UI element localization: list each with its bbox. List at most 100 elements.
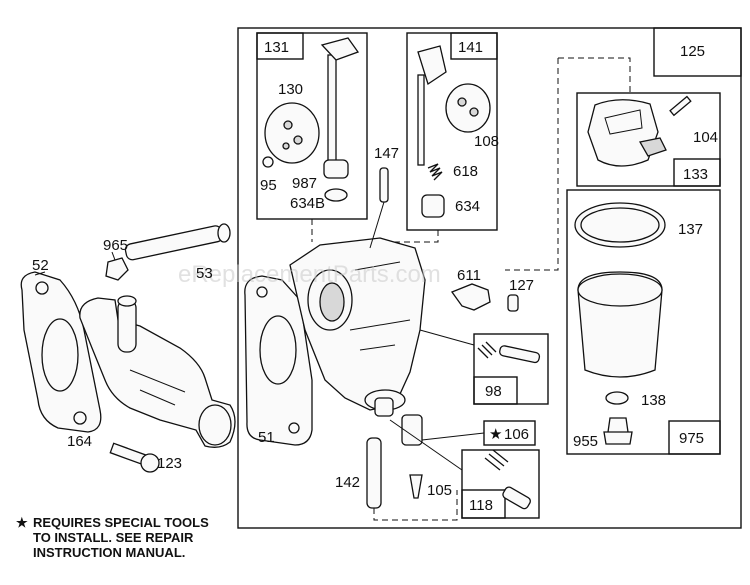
seal-987-shape bbox=[323, 159, 349, 179]
note-star: ★ bbox=[16, 515, 28, 530]
lead-52 bbox=[34, 271, 46, 276]
label-105: 105 bbox=[427, 482, 452, 499]
throttle-shaft-shape bbox=[327, 54, 337, 166]
throttle-lever-shape bbox=[320, 37, 360, 61]
watermark: eReplacementParts.com bbox=[178, 261, 441, 288]
choke-lever-shape bbox=[417, 45, 447, 86]
gasket-52-bolt-hole-bottom bbox=[73, 411, 87, 425]
tube-53-shape bbox=[124, 225, 224, 261]
gasket-137-inner bbox=[580, 207, 660, 243]
label-634b: 634B bbox=[290, 195, 325, 212]
float-133-hinge bbox=[638, 137, 667, 157]
label-138: 138 bbox=[641, 392, 666, 409]
spring-118-shape bbox=[484, 449, 509, 471]
label-box-133 bbox=[673, 158, 721, 187]
seat-106-lead bbox=[421, 432, 485, 441]
label-51: 51 bbox=[258, 429, 275, 446]
gasket-51-hole bbox=[259, 315, 297, 385]
carburetor-body-detail bbox=[349, 261, 411, 351]
bolt-955-shape bbox=[603, 417, 633, 445]
label-box-975 bbox=[668, 420, 721, 455]
label-95: 95 bbox=[260, 177, 277, 194]
gasket-51-bolt-hole-bottom bbox=[288, 422, 300, 434]
screw-123-head bbox=[140, 453, 160, 473]
label-133: 133 bbox=[683, 166, 708, 183]
label-147: 147 bbox=[374, 145, 399, 162]
intake-manifold-164-tube-top bbox=[117, 295, 137, 307]
spring-98-shape bbox=[477, 341, 497, 359]
intake-manifold-164-tube bbox=[117, 299, 137, 353]
screw-147-shape bbox=[379, 167, 389, 203]
throttle-plate-130-hole-1 bbox=[283, 120, 293, 130]
spring-618-shape bbox=[427, 163, 443, 181]
seal-634-shape bbox=[421, 194, 445, 218]
needle-98-shape bbox=[499, 345, 541, 364]
label-987: 987 bbox=[292, 175, 317, 192]
intake-manifold-164-port bbox=[198, 404, 232, 446]
gasket-52-hole bbox=[41, 318, 79, 392]
gasket-51-bolt-hole-top bbox=[256, 286, 268, 298]
bowl-rim bbox=[577, 273, 663, 307]
label-142: 142 bbox=[335, 474, 360, 491]
label-box-98 bbox=[473, 376, 518, 405]
throttle-plate-130-hole-3 bbox=[282, 142, 290, 150]
washer-634b-shape bbox=[324, 188, 348, 202]
needle-98-lead bbox=[419, 329, 475, 346]
throttle-plate-130-hole-2 bbox=[293, 135, 303, 145]
note-line-3: INSTRUCTION MANUAL. bbox=[33, 545, 185, 560]
main-frame bbox=[237, 27, 742, 529]
label-106: 106 bbox=[504, 426, 529, 443]
label-box-141 bbox=[450, 32, 498, 60]
float-133-detail bbox=[604, 109, 643, 135]
choke-plate-108 bbox=[445, 83, 491, 133]
tube-53-end bbox=[217, 223, 231, 243]
intake-manifold-164-detail bbox=[129, 369, 186, 406]
label-box-118 bbox=[461, 489, 506, 519]
label-125: 125 bbox=[680, 43, 705, 60]
label-123: 123 bbox=[157, 455, 182, 472]
pin-104-shape bbox=[669, 95, 692, 117]
nut-965-shape bbox=[105, 257, 129, 281]
carburetor-nozzle bbox=[374, 397, 394, 417]
label-53: 53 bbox=[196, 265, 213, 282]
gasket-52-bolt-hole-top bbox=[35, 281, 49, 295]
label-box-125 bbox=[653, 27, 742, 77]
label-127: 127 bbox=[509, 277, 534, 294]
label-box-131 bbox=[256, 32, 304, 60]
label-108: 108 bbox=[474, 133, 499, 150]
label-104: 104 bbox=[693, 129, 718, 146]
plug-127-shape bbox=[507, 294, 519, 312]
note-line-2: TO INSTALL. SEE REPAIR bbox=[33, 530, 194, 545]
label-52: 52 bbox=[32, 257, 49, 274]
label-141: 141 bbox=[458, 39, 483, 56]
kit-box-975 bbox=[566, 189, 721, 455]
label-965: 965 bbox=[103, 237, 128, 254]
kit-box-133 bbox=[576, 92, 721, 187]
label-98: 98 bbox=[485, 383, 502, 400]
elbow-611-shape bbox=[450, 283, 491, 311]
lead-118-body bbox=[389, 419, 463, 471]
needle-105-shape bbox=[409, 474, 423, 499]
note-line-1: REQUIRES SPECIAL TOOLS bbox=[33, 515, 209, 530]
tube-142-shape bbox=[366, 437, 382, 509]
label-137: 137 bbox=[678, 221, 703, 238]
carburetor-throat-inner bbox=[319, 282, 345, 322]
washer-138-shape bbox=[605, 391, 629, 405]
label-164: 164 bbox=[67, 433, 92, 450]
screw-147-lead bbox=[369, 201, 385, 249]
lead-965 bbox=[111, 251, 116, 261]
screw-123-shank bbox=[109, 442, 147, 466]
label-955: 955 bbox=[573, 433, 598, 450]
label-975: 975 bbox=[679, 430, 704, 447]
label-618: 618 bbox=[453, 163, 478, 180]
screw-118-shape bbox=[502, 486, 531, 510]
label-131: 131 bbox=[264, 39, 289, 56]
label-634: 634 bbox=[455, 198, 480, 215]
choke-plate-108-hole-2 bbox=[469, 107, 479, 117]
throttle-plate-130 bbox=[264, 102, 320, 164]
label-611: 611 bbox=[457, 267, 481, 284]
label-130: 130 bbox=[278, 81, 303, 98]
choke-plate-108-hole-1 bbox=[457, 97, 467, 107]
choke-shaft-shape bbox=[417, 74, 425, 166]
